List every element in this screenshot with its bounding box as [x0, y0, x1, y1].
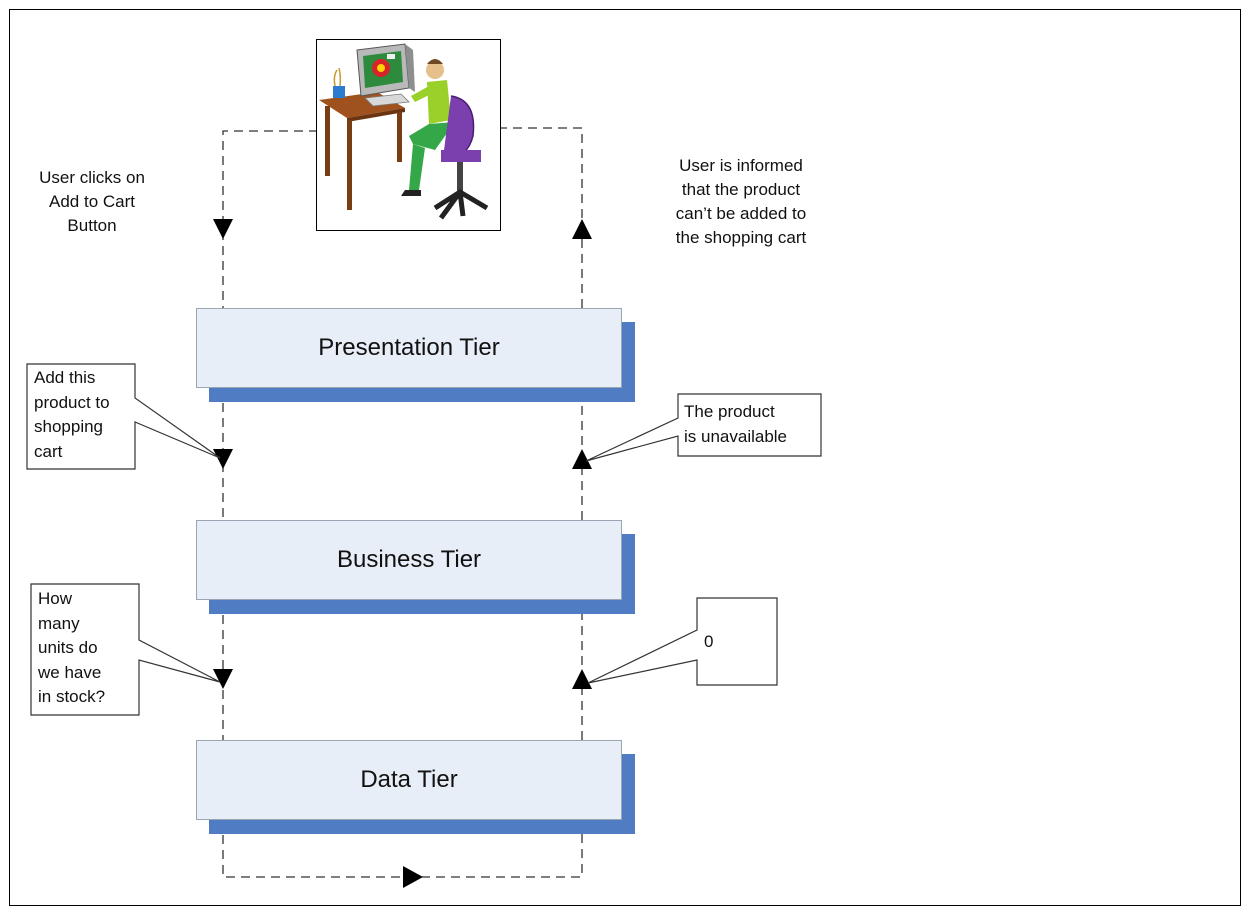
- callout-line: we have: [38, 662, 102, 682]
- presentation-tier-box: Presentation Tier: [196, 308, 622, 388]
- note-user-informed-line: that the product: [681, 180, 801, 199]
- flow-line-top-left: [222, 130, 318, 308]
- note-user-informed: User is informed that the product can’t …: [651, 154, 831, 250]
- callout-zero-text: 0: [704, 630, 764, 655]
- note-user-clicks-line: Button: [67, 216, 117, 235]
- business-tier-box: Business Tier: [196, 520, 622, 600]
- user-at-computer-icon: [319, 43, 489, 220]
- note-user-clicks-line: Add to Cart: [49, 192, 135, 211]
- callout-zero-value: 0: [704, 632, 714, 651]
- callout-how-many: [30, 583, 221, 716]
- note-user-clicks-line: User clicks on: [39, 168, 145, 187]
- callout-zero: [587, 597, 778, 686]
- presentation-tier-label: Presentation Tier: [318, 334, 500, 361]
- callout-line: Add this: [34, 368, 96, 387]
- callout-line: is unavailable: [684, 426, 788, 446]
- arrow-down-mid: [213, 449, 233, 469]
- callout-unavailable: [585, 393, 822, 462]
- data-tier-box: Data Tier: [196, 740, 622, 820]
- arrow-down-low: [213, 669, 233, 689]
- callout-line: units do: [38, 638, 98, 657]
- callout-line: shopping: [34, 417, 104, 436]
- arrow-up-top: [572, 219, 592, 239]
- arrow-up-mid: [572, 449, 592, 469]
- arrow-right-bottom: [403, 866, 423, 888]
- arrow-down-top: [213, 219, 233, 239]
- note-user-clicks: User clicks on Add to Cart Button: [22, 166, 162, 238]
- arrow-up-low: [572, 669, 592, 689]
- callout-add-product: [26, 363, 221, 470]
- callout-unavailable-text: The product is unavailable: [684, 400, 820, 449]
- callout-line: How: [38, 589, 73, 608]
- callout-line: product to: [34, 392, 110, 412]
- data-tier-label: Data Tier: [360, 766, 458, 793]
- note-user-informed-line: User is informed: [679, 156, 803, 175]
- callout-add-product-text: Add this product to shopping cart: [34, 366, 134, 464]
- diagram-frame: [9, 9, 1241, 906]
- callout-line: many: [38, 613, 80, 633]
- callout-how-many-text: How many units do we have in stock?: [38, 587, 138, 710]
- business-tier-label: Business Tier: [336, 546, 482, 573]
- callout-line: in stock?: [38, 687, 106, 706]
- callout-line: The product: [684, 402, 775, 421]
- flow-line-top-right: [500, 127, 583, 308]
- callout-line: cart: [34, 441, 63, 461]
- note-user-informed-line: the shopping cart: [675, 228, 807, 247]
- note-user-informed-line: can’t be added to: [675, 204, 807, 223]
- user-at-computer-picture: [316, 39, 501, 231]
